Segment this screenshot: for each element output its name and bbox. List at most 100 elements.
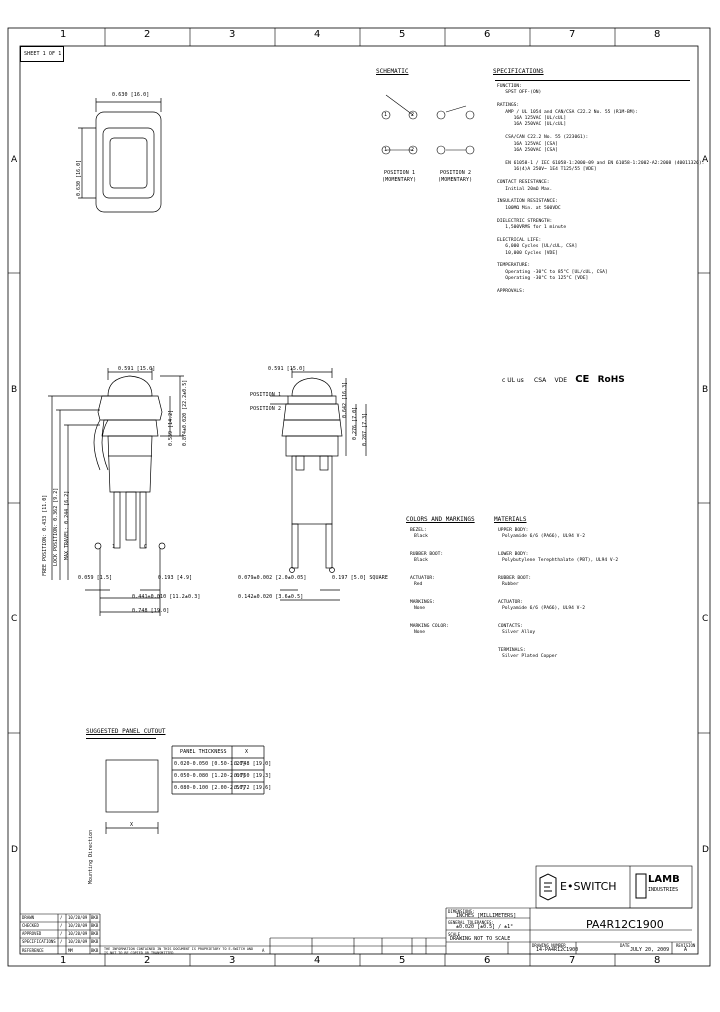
- panel-row-3-thickness: 0.080-0.100 [2.00-2.50]: [174, 785, 246, 791]
- color-item-value: Red: [414, 582, 423, 587]
- column-label-5: 5: [399, 29, 406, 40]
- sign-reference-by: BKB: [91, 948, 99, 953]
- sheet-label: SHEET 1 OF 1: [24, 51, 62, 57]
- row-label-right-d: D: [702, 845, 709, 855]
- spec-line: 16A 250VAC [CSA]: [497, 148, 558, 154]
- spec-line: EN 61058-1 / IEC 61058-1:2000-09 and EN …: [497, 160, 705, 166]
- material-item-label: TERMINALS:: [498, 648, 526, 653]
- spec-line: INSULATION RESISTANCE:: [497, 199, 558, 205]
- left-dim-bottom-3: 0.441±0.010 [11.2±0.3]: [132, 594, 201, 600]
- color-item-label: ACTUATOR:: [410, 576, 435, 581]
- sign-drawn-date: 10/20/09: [68, 915, 88, 920]
- panel-cutout-title: SUGGESTED PANEL CUTOUT: [86, 728, 166, 735]
- right-dim-bottom-3: 0.142±0.020 [3.6±0.5]: [238, 594, 304, 600]
- panel-row-1-x: 0.748 [19.0]: [234, 761, 272, 767]
- sign-approved-date: 10/20/09: [68, 931, 88, 936]
- schematic-terminal-2a: 2: [411, 112, 415, 118]
- panel-row-2-x: 0.760 [19.3]: [234, 773, 272, 779]
- column-label-bottom-2: 2: [144, 955, 151, 966]
- material-item-label: UPPER BODY:: [498, 528, 529, 533]
- sign-specifications-by: BKB: [91, 939, 99, 944]
- right-dim-bottom-4: 0.197 [5.0] SQUARE: [332, 575, 388, 581]
- panel-row-1-thickness: 0.020-0.050 [0.50-1.20]: [174, 761, 246, 767]
- panel-x-header: X: [245, 749, 249, 755]
- left-dim-right-1: 0.559 [14.2]: [168, 409, 174, 446]
- color-item-value: None: [414, 606, 426, 611]
- schematic-title: SCHEMATIC: [376, 68, 409, 75]
- spec-line: RATINGS:: [497, 103, 520, 109]
- spec-line: TEMPERATURE:: [497, 263, 531, 269]
- sheet-box: SHEET 1 OF 1: [20, 46, 64, 62]
- spec-line: 16(4)A 250V~ 1E4 T125/55 [VDE]: [497, 167, 597, 173]
- spec-line: SPST OFF-(ON): [497, 90, 542, 96]
- spec-line: APPROVALS:: [497, 289, 525, 294]
- position-1-arrow-label: POSITION 1: [250, 392, 282, 398]
- row-label-c: C: [11, 614, 18, 624]
- part-number: PA4R12C1900: [586, 918, 664, 931]
- left-dim-bottom-4: 0.748 [19.0]: [132, 608, 170, 614]
- left-dim-bottom-1: 0.059 [1.5]: [78, 575, 113, 581]
- left-dim-right-2: 0.874±0.020 [22.2±0.5]: [182, 379, 188, 446]
- color-item-value: None: [414, 630, 426, 635]
- position-1-sub: (MOMENTARY): [382, 177, 417, 183]
- column-label-4: 4: [314, 29, 321, 40]
- row-label-right-b: B: [702, 385, 709, 395]
- column-label-7: 7: [569, 29, 576, 40]
- left-width-dim: 0.591 [15.0]: [118, 366, 156, 372]
- position-2-sub: (MOMENTARY): [438, 177, 473, 183]
- panel-cutout-underline: [86, 738, 156, 739]
- terminal-label-1: 1: [112, 544, 116, 550]
- spec-line: Initial 20mΩ Max.: [497, 186, 553, 192]
- panel-row-2-thickness: 0.050-0.080 [1.20-2.00]: [174, 773, 246, 779]
- drawing-number-label: DRAWING NUMBER: [532, 943, 566, 948]
- sign-checked-sep: /: [60, 923, 63, 928]
- position-2-arrow-label: POSITION 2: [250, 406, 282, 412]
- right-dim-2: 0.276 [7.0]: [352, 406, 358, 440]
- sign-specifications-sep: /: [60, 939, 63, 944]
- ul-mark: c UL us: [502, 377, 524, 384]
- material-item-label: ACTUATOR:: [498, 600, 523, 605]
- panel-row-3-x: 0.772 [19.6]: [234, 785, 272, 791]
- column-label-bottom-6: 6: [484, 955, 491, 966]
- spec-line: DIELECTRIC STRENGTH:: [497, 218, 553, 224]
- spec-line: 16A 125VAC [UL/cUL]: [497, 116, 567, 122]
- spec-line: Operating -30°C to 125°C [VDE]: [497, 276, 589, 282]
- color-item-label: RUBBER BOOT:: [410, 552, 444, 557]
- cutout-x-label: X: [130, 822, 134, 828]
- approval-marks: c UL us CSA VDE CE RoHS: [502, 374, 625, 385]
- column-label-8: 8: [654, 29, 661, 40]
- right-dim-1: 0.642 [16.3]: [342, 381, 348, 418]
- lamb-logo: LAMB: [648, 874, 680, 885]
- materials-title: MATERIALS: [494, 516, 527, 523]
- sign-specifications: SPECIFICATIONS: [22, 939, 56, 944]
- row-label-d: D: [11, 845, 18, 855]
- csa-mark: CSA: [534, 377, 547, 384]
- proprietary-notice: THE INFORMATION CONTAINED IN THIS DOCUME…: [104, 947, 254, 955]
- material-item-label: RUBBER BOOT:: [498, 576, 532, 581]
- sign-drawn-by: BKB: [91, 915, 99, 920]
- spec-line: CSA/CAN C22.2 No. 55 (223061):: [497, 135, 589, 141]
- sign-specifications-date: 10/20/09: [68, 939, 88, 944]
- column-label-3: 3: [229, 29, 236, 40]
- schematic-terminal-1a: 1: [384, 112, 388, 118]
- material-item-value: Polybutylene Terephthalate (PBT), UL94 V…: [502, 558, 619, 563]
- revision-value: A: [684, 947, 688, 953]
- column-label-bottom-3: 3: [229, 955, 236, 966]
- row-label-b: B: [11, 385, 18, 395]
- left-dim-bottom-2: 0.193 [4.9]: [158, 575, 193, 581]
- color-item-value: Black: [414, 558, 428, 563]
- material-item-value: Silver Plated Copper: [502, 654, 558, 659]
- left-dim-free-position: FREE POSITION: 0.433 [11.0]: [42, 494, 48, 576]
- material-item-value: Polyamide 6/6 (PA66), UL94 V-2: [502, 606, 585, 611]
- left-dim-max-travel: MAX TRAVEL: 0.244 [6.2]: [64, 490, 70, 560]
- row-label-right-c: C: [702, 614, 709, 624]
- schematic-terminal-2b: 2: [411, 147, 415, 153]
- material-item-value: Silver Alloy: [502, 630, 536, 635]
- specifications-title: SPECIFICATIONS: [493, 68, 544, 75]
- tolerance-label: GENERAL TOLERANCES:: [448, 920, 494, 925]
- material-item-value: Rubber: [502, 582, 519, 587]
- scale-value: DRAWING NOT TO SCALE: [450, 936, 511, 942]
- spec-line: 16A 125VAC [CSA]: [497, 141, 558, 147]
- sign-approved-sep: /: [60, 931, 63, 936]
